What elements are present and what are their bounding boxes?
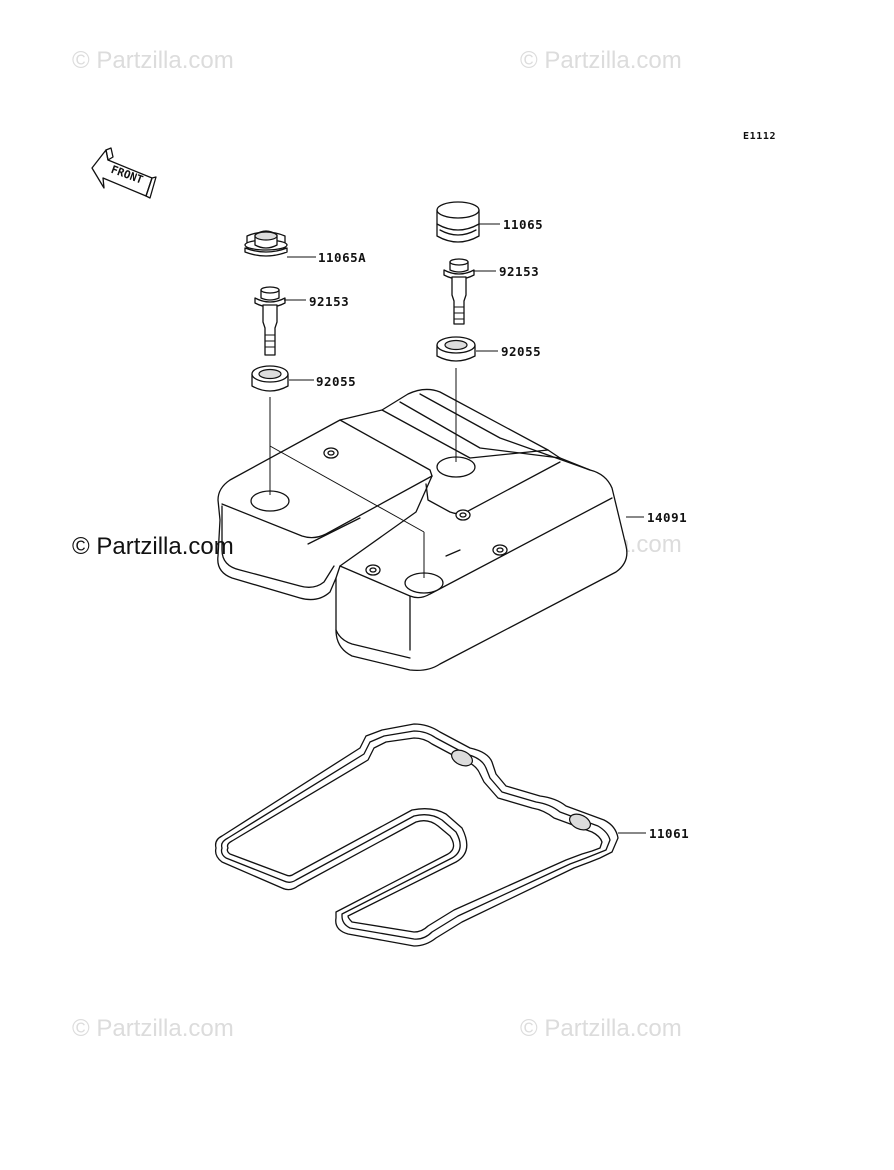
washer-right [436,336,476,362]
cap-left [244,230,288,257]
cover-gasket [214,723,619,947]
bolt-right [443,258,475,325]
callout-cap-right[interactable]: 11065 [503,217,544,232]
callout-bolt-right[interactable]: 92153 [499,264,540,279]
callout-gasket[interactable]: 11061 [649,826,690,841]
front-arrow-icon: FRONT [91,147,157,199]
cap-right [436,201,480,243]
callout-bolt-left[interactable]: 92153 [309,294,350,309]
watermark-middle-left: © Partzilla.com [72,533,234,560]
washer-left [251,365,289,392]
watermark-bottom-left: © Partzilla.com [72,1015,234,1042]
cylinder-head-cover [217,388,628,672]
watermark-top-right: © Partzilla.com [520,47,682,74]
callout-cap-left[interactable]: 11065A [318,250,367,265]
callout-cover[interactable]: 14091 [647,510,688,525]
bolt-left [254,286,286,356]
callout-washer-left[interactable]: 92055 [316,374,357,389]
diagram-code: E1112 [743,131,777,142]
watermark-bottom-right: © Partzilla.com [520,1015,682,1042]
callout-washer-right[interactable]: 92055 [501,344,542,359]
watermark-top-left: © Partzilla.com [72,47,234,74]
